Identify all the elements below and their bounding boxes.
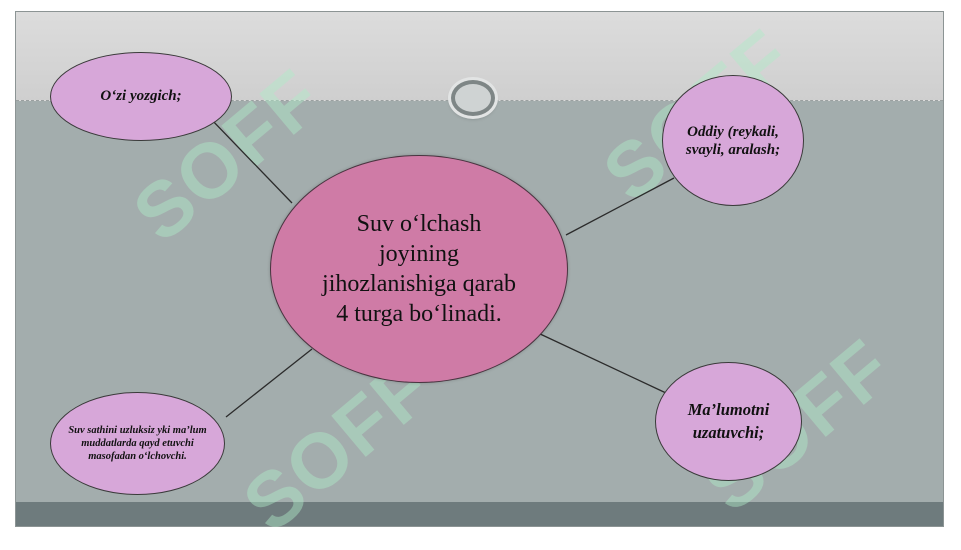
node-bottom-left-text: Suv sathini uzluksiz yki ma’lum muddatla… bbox=[68, 424, 207, 463]
ring-ornament-icon bbox=[451, 80, 495, 116]
node-bottom-left: Suv sathini uzluksiz yki ma’lum muddatla… bbox=[50, 392, 225, 495]
node-top-right: Oddiy (reykali, svayli, aralash; bbox=[662, 75, 804, 206]
node-bottom-right-text: Ma’lumotni uzatuvchi; bbox=[687, 400, 770, 442]
connector-top-right bbox=[565, 177, 675, 236]
center-node-text: Suv o‘lchash joyining jihozlanishiga qar… bbox=[322, 211, 516, 327]
connector-bottom-left bbox=[225, 348, 313, 418]
node-top-right-text: Oddiy (reykali, svayli, aralash; bbox=[685, 123, 781, 158]
node-bottom-right: Ma’lumotni uzatuvchi; bbox=[655, 362, 802, 481]
connector-top-left bbox=[209, 117, 293, 204]
node-top-left: O‘zi yozgich; bbox=[50, 52, 232, 141]
node-top-left-text: O‘zi yozgich; bbox=[100, 88, 182, 104]
slide-footer-strip bbox=[16, 502, 943, 526]
connector-bottom-right bbox=[537, 332, 667, 394]
center-node: Suv o‘lchash joyining jihozlanishiga qar… bbox=[270, 155, 568, 383]
